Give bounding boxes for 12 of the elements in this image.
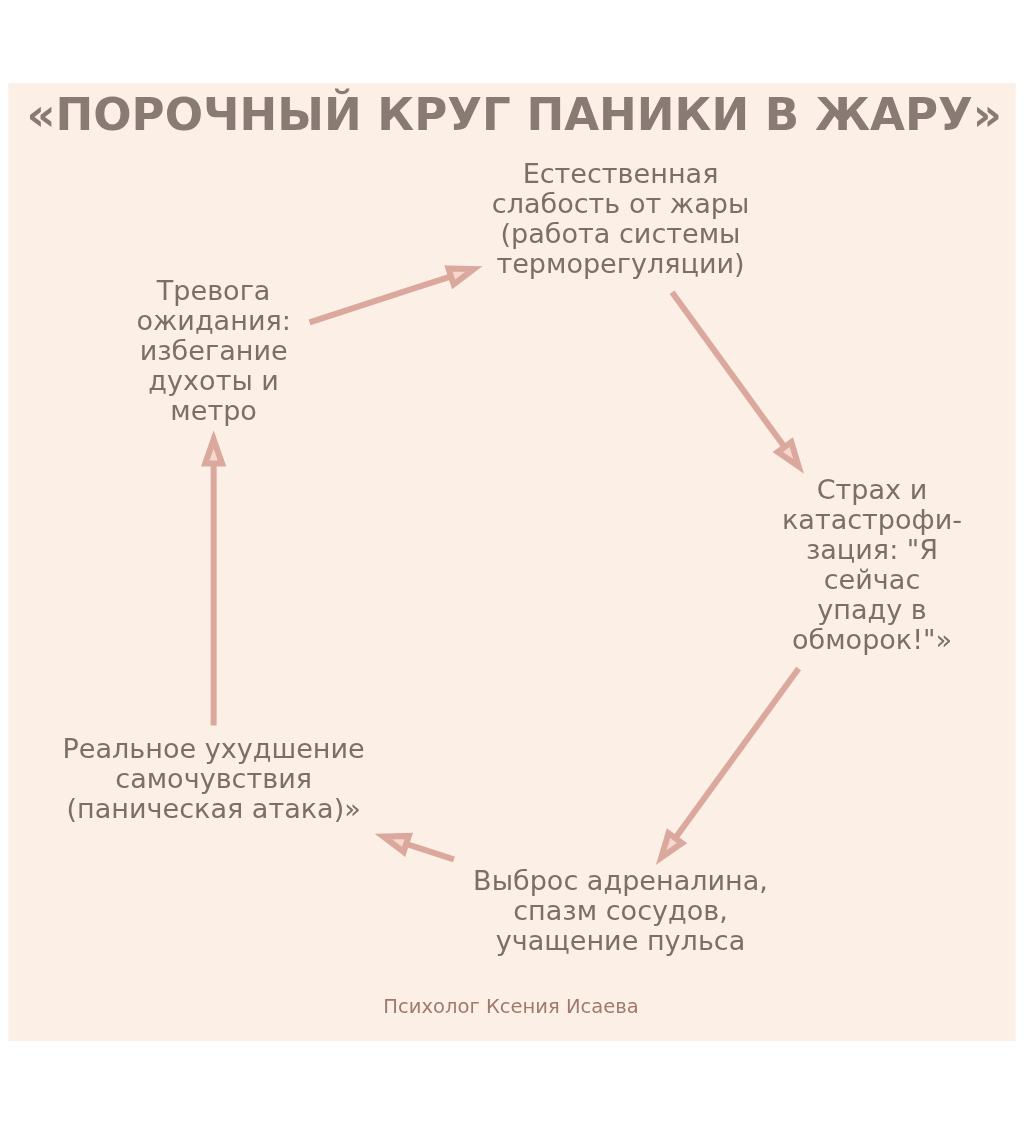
- arrow: [201, 430, 227, 726]
- arrow: [655, 666, 802, 865]
- arrow: [308, 265, 483, 326]
- node-text: Тревога ожидания: избегание духоты и метро: [136, 275, 291, 427]
- diagram-title: «ПОРОЧНЫЙ КРУГ ПАНИКИ В ЖАРУ»: [26, 87, 1002, 141]
- node-text: Естественная слабость от жары (работа системы терморегуляции): [491, 157, 750, 280]
- node-text: Страх и катастрофи- зация: "Я сейчас упаду в обморок!"»: [781, 473, 963, 656]
- node-text: Реальное ухудшение самочувствия (паническая атака)»: [62, 732, 365, 825]
- label: Психолог Ксения Исаева: [383, 995, 639, 1019]
- arrow: [374, 832, 455, 863]
- arrow: [669, 290, 804, 474]
- node-text: Выброс адреналина, спазм сосудов, учащение пульса: [473, 865, 768, 957]
